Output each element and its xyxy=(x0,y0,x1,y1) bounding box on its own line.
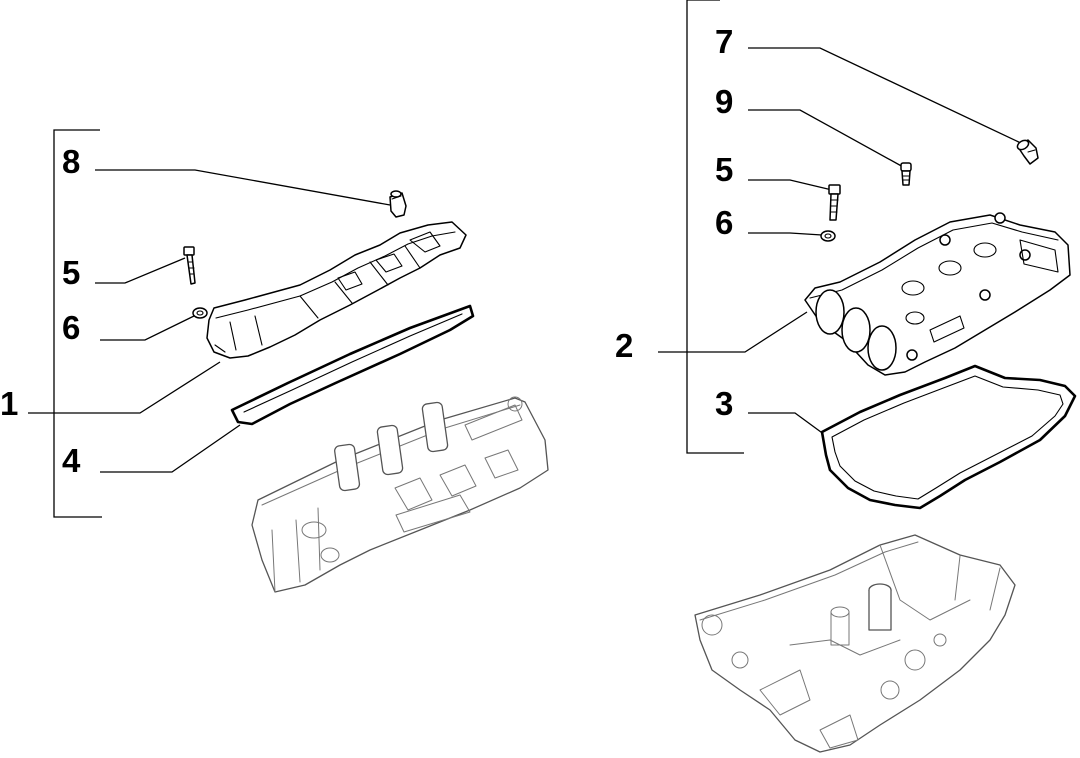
right-part-3-gasket xyxy=(820,364,1077,510)
left-callout-5: 5 xyxy=(62,254,80,291)
right-callout-6: 6 xyxy=(715,204,733,241)
right-group-bracket xyxy=(686,0,744,454)
left-group-bracket xyxy=(53,129,102,518)
left-callout-1: 1 xyxy=(0,385,18,422)
left-leader-5 xyxy=(95,257,186,284)
right-leader-5 xyxy=(748,179,833,191)
left-part-5-bolt xyxy=(183,246,196,285)
right-part-7-elbow-fitting xyxy=(1016,139,1039,165)
left-leader-8 xyxy=(95,169,391,206)
left-callout-4: 4 xyxy=(62,442,81,479)
left-assembly: 8 5 6 1 4 xyxy=(0,129,549,593)
right-part-5-bolt xyxy=(828,184,841,221)
left-leader-6 xyxy=(100,315,195,341)
left-part-6-washer xyxy=(192,307,208,319)
right-assembly: 7 9 5 6 2 3 xyxy=(615,0,1077,753)
left-leader-1 xyxy=(28,361,221,414)
right-leader-2 xyxy=(658,311,808,353)
right-cylinder-head xyxy=(694,534,1016,753)
left-cylinder-head xyxy=(251,396,549,593)
left-leader-4 xyxy=(100,424,241,473)
right-callout-5: 5 xyxy=(715,151,733,188)
right-part-6-washer xyxy=(820,230,836,242)
right-leader-7 xyxy=(748,47,1026,146)
right-leader-3 xyxy=(748,412,826,436)
right-callout-3: 3 xyxy=(715,385,733,422)
right-callout-7: 7 xyxy=(715,23,733,60)
left-part-4-gasket xyxy=(230,304,475,426)
right-leader-6 xyxy=(748,232,823,236)
left-part-8-fitting xyxy=(389,190,407,218)
left-part-1-valve-cover xyxy=(206,221,467,359)
right-part-9-plug xyxy=(900,162,912,186)
right-callout-9: 9 xyxy=(715,83,733,120)
right-callout-2: 2 xyxy=(615,327,633,364)
right-part-2-valve-cover xyxy=(804,212,1071,376)
left-callout-6: 6 xyxy=(62,309,80,346)
left-callout-8: 8 xyxy=(62,143,80,180)
right-leader-9 xyxy=(748,109,906,169)
